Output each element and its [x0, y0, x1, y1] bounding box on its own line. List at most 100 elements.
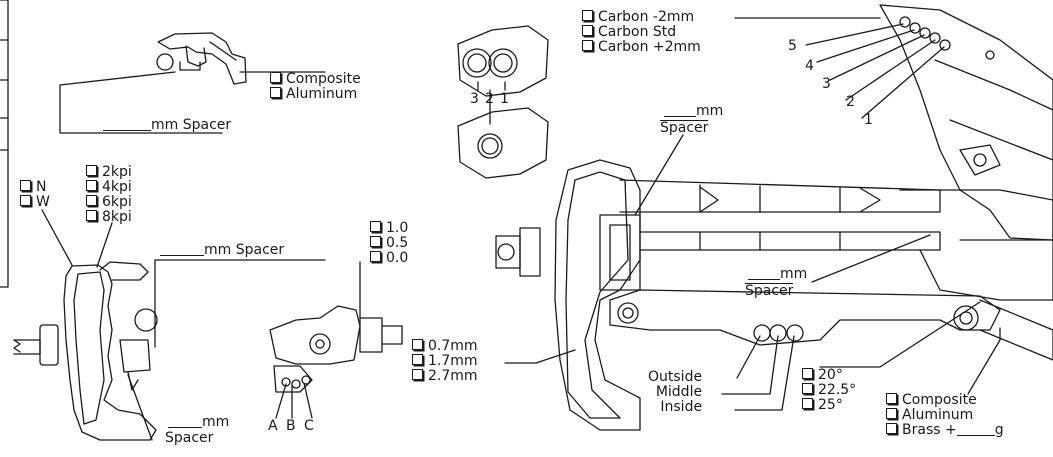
spring-4kpi-checkbox[interactable]: 4kpi: [86, 180, 132, 195]
option-label: W: [36, 194, 50, 210]
pivot-hole-1-label: 1: [500, 91, 509, 107]
checkbox-icon: [886, 423, 897, 434]
spacer-unit-label: mm: [696, 103, 724, 119]
shim-1-7-checkbox[interactable]: 1.7mm: [412, 354, 478, 369]
shock-tower-part: [879, 4, 1053, 241]
option-label: 20°: [818, 367, 843, 383]
option-label: 22.5°: [818, 382, 857, 398]
checkbox-icon: [582, 40, 593, 51]
checkbox-icon: [886, 408, 897, 419]
link-material-aluminum-checkbox[interactable]: Aluminum: [270, 87, 361, 102]
checkbox-icon: [802, 383, 813, 394]
option-label: 2.7mm: [428, 368, 478, 384]
spring-rate-options: 2kpi 4kpi 6kpi 8kpi: [86, 165, 132, 225]
offset-1-0-checkbox[interactable]: 1.0: [370, 221, 408, 236]
spacer-blank[interactable]: [664, 104, 696, 117]
offset-0-0-checkbox[interactable]: 0.0: [370, 251, 408, 266]
checkbox-icon: [412, 354, 423, 365]
option-label: Aluminum: [286, 86, 358, 102]
checkbox-icon: [412, 339, 423, 350]
left-panel-frame: [0, 0, 9, 288]
steering-knuckle-part: [13, 261, 158, 441]
shim-0-7-checkbox[interactable]: 0.7mm: [412, 339, 478, 354]
angle-25-checkbox[interactable]: 25°: [802, 398, 856, 413]
carbon-std-checkbox[interactable]: Carbon Std: [582, 25, 701, 40]
spring-2kpi-checkbox[interactable]: 2kpi: [86, 165, 132, 180]
arm-position-outside: Outside: [648, 369, 703, 385]
width-w-checkbox[interactable]: W: [20, 195, 50, 210]
angle-22-5-checkbox[interactable]: 22.5°: [802, 383, 856, 398]
arm-spacer-field[interactable]: mm: [748, 267, 807, 282]
option-label: 2kpi: [102, 164, 132, 180]
checkbox-icon: [886, 393, 897, 404]
checkbox-icon: [20, 195, 31, 206]
option-label: 1.0: [386, 220, 409, 236]
option-label: N: [36, 179, 47, 195]
spacer-blank[interactable]: [160, 243, 204, 256]
option-label: 0.5: [386, 235, 409, 251]
hub-offset-options: 1.0 0.5 0.0: [370, 221, 408, 266]
hub-hole-b-label: B: [286, 418, 296, 434]
option-label: 0.0: [386, 250, 409, 266]
weight-material-options: Composite Aluminum Brass +g: [886, 393, 1004, 438]
option-label: 4kpi: [102, 179, 132, 195]
checkbox-icon: [20, 180, 31, 191]
spring-8kpi-checkbox[interactable]: 8kpi: [86, 210, 132, 225]
shim-options: 0.7mm 1.7mm 2.7mm: [412, 339, 478, 384]
option-label: Carbon +2mm: [598, 39, 701, 55]
option-label: Carbon -2mm: [598, 9, 695, 25]
weight-composite-checkbox[interactable]: Composite: [886, 393, 1004, 408]
checkbox-icon: [86, 195, 97, 206]
tower-thickness-options: Carbon -2mm Carbon Std Carbon +2mm: [582, 10, 701, 55]
spacer-blank[interactable]: [168, 415, 202, 428]
checkbox-icon: [370, 251, 381, 262]
arm-position-labels: Outside Middle Inside: [648, 370, 702, 415]
tower-hole-5-label: 5: [788, 38, 797, 54]
spacer-blank[interactable]: [103, 118, 151, 131]
spacer-unit-label: mm Spacer: [151, 117, 232, 133]
camber-spacer-field[interactable]: mm Spacer: [160, 243, 284, 258]
tower-hole-3-label: 3: [822, 76, 831, 92]
checkbox-icon: [582, 25, 593, 36]
checkbox-icon: [412, 369, 423, 380]
width-n-checkbox[interactable]: N: [20, 180, 50, 195]
checkbox-icon: [802, 368, 813, 379]
pivot-hole-3-label: 3: [470, 91, 479, 107]
carbon-minus2-checkbox[interactable]: Carbon -2mm: [582, 10, 701, 25]
angle-20-checkbox[interactable]: 20°: [802, 368, 856, 383]
lower-spacer-word: Spacer: [165, 430, 214, 446]
pivot-insert-top: [457, 25, 549, 97]
checkbox-icon: [86, 210, 97, 221]
lower-spacer-field[interactable]: mm: [168, 415, 229, 430]
arm-position-middle: Middle: [655, 384, 703, 400]
offset-0-5-checkbox[interactable]: 0.5: [370, 236, 408, 251]
option-label: 1.7mm: [428, 353, 478, 369]
link-spacer-field[interactable]: mm: [664, 104, 723, 119]
spacer-unit-label: mm: [202, 414, 230, 430]
arm-spacer-word: Spacer: [745, 283, 794, 299]
upper-spacer-field[interactable]: mm Spacer: [103, 118, 231, 133]
shim-2-7-checkbox[interactable]: 2.7mm: [412, 369, 478, 384]
spacer-unit-label: mm: [780, 266, 808, 282]
hub-carrier-part: [269, 305, 403, 393]
carbon-plus2-checkbox[interactable]: Carbon +2mm: [582, 40, 701, 55]
weight-aluminum-checkbox[interactable]: Aluminum: [886, 408, 1004, 423]
chassis-width-options: N W: [20, 180, 50, 210]
spacer-unit-label: mm Spacer: [204, 242, 285, 258]
spacer-blank[interactable]: [748, 267, 780, 280]
tower-hole-1-label: 1: [864, 112, 873, 128]
weight-brass-checkbox[interactable]: Brass +g: [886, 423, 1004, 438]
link-material-composite-checkbox[interactable]: Composite: [270, 72, 361, 87]
tower-hole-4-label: 4: [805, 58, 814, 74]
spring-6kpi-checkbox[interactable]: 6kpi: [86, 195, 132, 210]
option-label: 0.7mm: [428, 338, 478, 354]
tower-hole-2-label: 2: [846, 94, 855, 110]
checkbox-icon: [270, 72, 281, 83]
checkbox-icon: [370, 221, 381, 232]
checkbox-icon: [270, 87, 281, 98]
checkbox-icon: [370, 236, 381, 247]
weight-blank[interactable]: [956, 423, 995, 436]
option-label: Carbon Std: [598, 24, 677, 40]
